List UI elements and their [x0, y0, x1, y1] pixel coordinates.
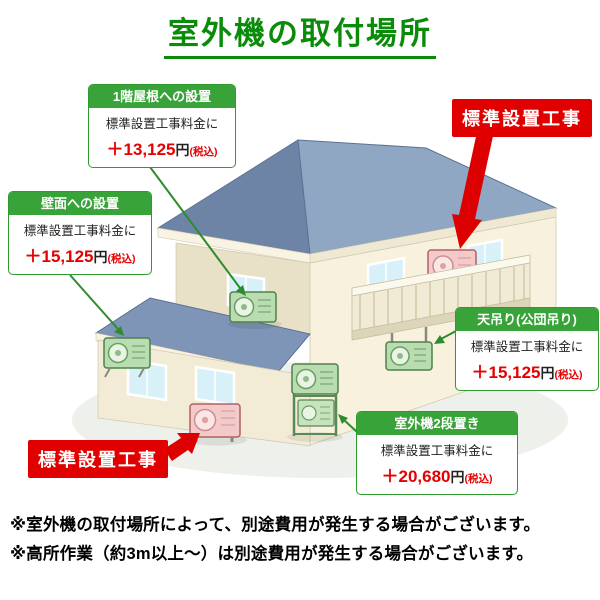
- callout-two-tier-price: ＋20,680円(税込): [360, 462, 514, 487]
- main-roof: [156, 139, 558, 264]
- price-tax: (税込): [464, 473, 493, 485]
- balcony-railing: [359, 264, 525, 332]
- callout-wall-header: 壁面への設置: [9, 192, 151, 215]
- callout-ceiling-hung: 天吊り(公団吊り) 標準設置工事料金に ＋15,125円(税込): [455, 307, 599, 391]
- arrowhead: [338, 414, 348, 424]
- price-unit: 円: [450, 469, 465, 485]
- red-arrows: [164, 132, 493, 461]
- callout-two-tier-header: 室外機2段置き: [357, 412, 517, 435]
- callout-roof-1f-header: 1階屋根への設置: [89, 85, 235, 108]
- price-amount: ＋20,680: [381, 467, 451, 486]
- red-arrow-top: [452, 132, 493, 249]
- callout-ceiling-hung-price: ＋15,125円(税込): [459, 358, 595, 383]
- price-amount: ＋15,125: [471, 363, 541, 382]
- arrowhead: [236, 285, 246, 296]
- notes: ※室外機の取付場所によって、別途費用が発生する場合がございます。 ※高所作業（約…: [10, 511, 596, 569]
- callout-wall-line: 標準設置工事料金に: [23, 224, 137, 238]
- callout-roof-1f: 1階屋根への設置 標準設置工事料金に ＋13,125円(税込): [88, 84, 236, 168]
- price-unit: 円: [93, 249, 108, 265]
- callout-roof-1f-price: ＋13,125円(税込): [92, 135, 232, 160]
- red-arrow-bottom: [164, 433, 200, 461]
- connector-lines: [69, 166, 457, 433]
- page-title: 室外機の取付場所: [164, 8, 436, 59]
- standard-installation-label-bottom: 標準設置工事: [28, 440, 168, 478]
- outdoor-unit-roof1f: [228, 291, 282, 329]
- callout-wall-price: ＋15,125円(税込): [12, 242, 148, 267]
- callout-two-tier: 室外機2段置き 標準設置工事料金に ＋20,680円(税込): [356, 411, 518, 495]
- first-floor-front-wall: [97, 339, 311, 447]
- standard-installation-label-top: 標準設置工事: [452, 99, 592, 137]
- arrowhead: [114, 326, 124, 336]
- price-tax: (税込): [189, 146, 218, 158]
- note-line-2: ※高所作業（約3m以上～）は別途費用が発生する場合がございます。: [10, 545, 534, 563]
- price-unit: 円: [540, 365, 555, 381]
- callout-ceiling-hung-header: 天吊り(公団吊り): [456, 308, 598, 331]
- callout-wall: 壁面への設置 標準設置工事料金に ＋15,125円(税込): [8, 191, 152, 275]
- price-amount: ＋15,125: [24, 247, 94, 266]
- price-tax: (税込): [554, 369, 583, 381]
- price-amount: ＋13,125: [106, 140, 176, 159]
- arrowhead: [434, 335, 445, 344]
- callout-roof-1f-line: 標準設置工事料金に: [105, 117, 219, 131]
- price-unit: 円: [175, 142, 190, 158]
- outdoor-unit-wall: [103, 337, 151, 378]
- outdoor-unit-ground: [187, 403, 247, 446]
- price-tax: (税込): [107, 253, 136, 265]
- callout-two-tier-line: 標準設置工事料金に: [380, 444, 494, 458]
- callout-ceiling-hung-line: 標準設置工事料金に: [470, 340, 584, 354]
- outdoor-unit-ceiling-hung: [385, 327, 433, 371]
- note-line-1: ※室外機の取付場所によって、別途費用が発生する場合がございます。: [10, 516, 541, 534]
- outdoor-unit-two-tier: [287, 363, 343, 442]
